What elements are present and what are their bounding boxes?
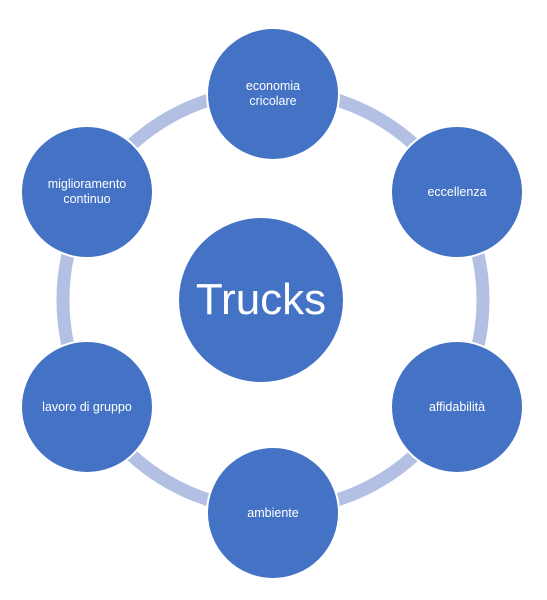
node-affidabilita: affidabilità (390, 340, 524, 474)
node-label: economia cricolare (245, 79, 301, 108)
node-label: lavoro di gruppo (42, 399, 132, 414)
node-label: ambiente (247, 505, 299, 520)
node-label: miglioramento continuo (47, 177, 127, 206)
node-lavoro-di-gruppo: lavoro di gruppo (20, 340, 154, 474)
node-eccellenza: eccellenza (390, 125, 524, 259)
node-ambiente: ambiente (206, 446, 340, 580)
node-miglioramento-continuo: miglioramento continuo (20, 125, 154, 259)
node-economia-circolare: economia cricolare (206, 27, 340, 161)
center-label: Trucks (195, 275, 327, 324)
node-label: affidabilità (428, 399, 486, 414)
node-label: eccellenza (427, 184, 487, 199)
center-node: Trucks (177, 216, 345, 384)
